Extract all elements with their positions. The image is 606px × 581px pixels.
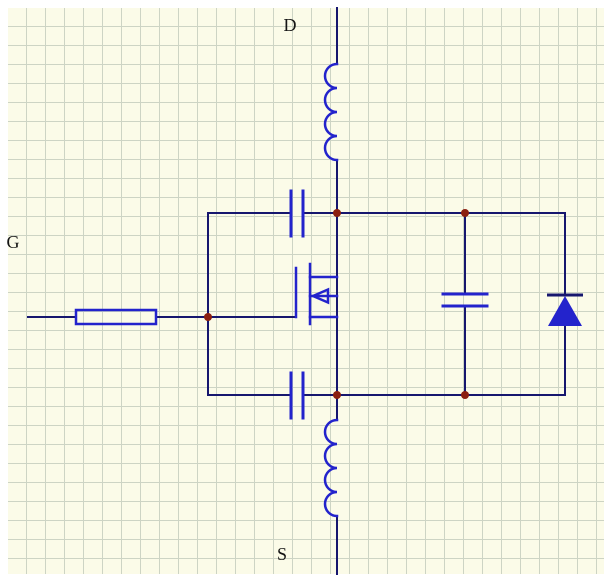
junction-dot (333, 209, 341, 217)
gate-source-capacitor (289, 371, 305, 420)
junction-dots (204, 209, 469, 399)
mosfet-symbol (294, 262, 339, 326)
drain-terminal-label: D (284, 15, 297, 35)
junction-dot (333, 391, 341, 399)
gate-drain-capacitor (289, 189, 305, 238)
mosfet-arrow-icon (309, 287, 330, 305)
resistor-body (74, 308, 158, 326)
inductor-coil (323, 418, 339, 518)
junction-dot (461, 391, 469, 399)
drain-inductor (323, 62, 339, 162)
wires (27, 7, 566, 575)
drain-source-capacitor (441, 292, 489, 308)
junction-dot (461, 209, 469, 217)
diode-anode-triangle (548, 296, 582, 326)
junction-dot (204, 313, 212, 321)
gate-resistor (74, 308, 158, 326)
schematic-canvas (8, 8, 604, 574)
inductor-coil (323, 62, 339, 162)
body-diode (547, 293, 583, 326)
gate-terminal-label: G (7, 232, 20, 252)
source-terminal-label: S (277, 544, 287, 564)
source-inductor (323, 418, 339, 518)
